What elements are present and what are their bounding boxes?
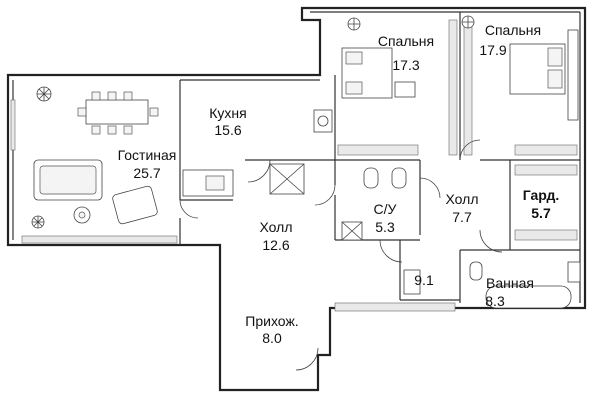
room-area-hall-right: 7.7 (452, 209, 472, 225)
room-area-bedroom1: 17.3 (392, 57, 419, 73)
plant-icon (461, 15, 475, 29)
room-area-living: 25.7 (133, 165, 160, 181)
kitchen-furniture (182, 109, 333, 197)
plant-icon (31, 215, 45, 229)
closet-strips (21, 19, 578, 312)
room-area-entry: 8.0 (262, 330, 282, 346)
interior-walls (179, 12, 580, 303)
room-area-wardrobe: 5.7 (531, 205, 551, 221)
room-area-bath: 8.3 (485, 293, 505, 309)
doors (179, 139, 503, 371)
room-name-bath: Ванная (486, 275, 534, 291)
room-area-bedroom2: 17.9 (479, 42, 506, 58)
room-name-hall-main: Холл (260, 219, 293, 235)
sanitary-fixtures (341, 167, 581, 309)
plant-icon (347, 17, 361, 31)
room-area-hall-main: 12.6 (262, 237, 289, 253)
room-name-entry: Прихож. (245, 313, 298, 329)
room-name-kitchen: Кухня (209, 105, 246, 121)
living-furniture (10, 86, 159, 229)
room-area-bathroom-su: 5.3 (375, 219, 395, 235)
room-name-hall-right: Холл (446, 191, 479, 207)
room-name-living: Гостиная (118, 147, 177, 163)
room-area-kitchen: 15.6 (214, 122, 241, 138)
room-area-storage: 9.1 (414, 272, 434, 288)
room-name-bedroom2: Спальня (485, 22, 541, 38)
room-name-wardrobe: Гард. (523, 187, 560, 203)
room-name-bedroom1: Спальня (378, 33, 434, 49)
room-name-bathroom-su: С/У (374, 201, 397, 217)
bedroom-furniture (341, 15, 579, 121)
plant-icon (36, 86, 52, 102)
